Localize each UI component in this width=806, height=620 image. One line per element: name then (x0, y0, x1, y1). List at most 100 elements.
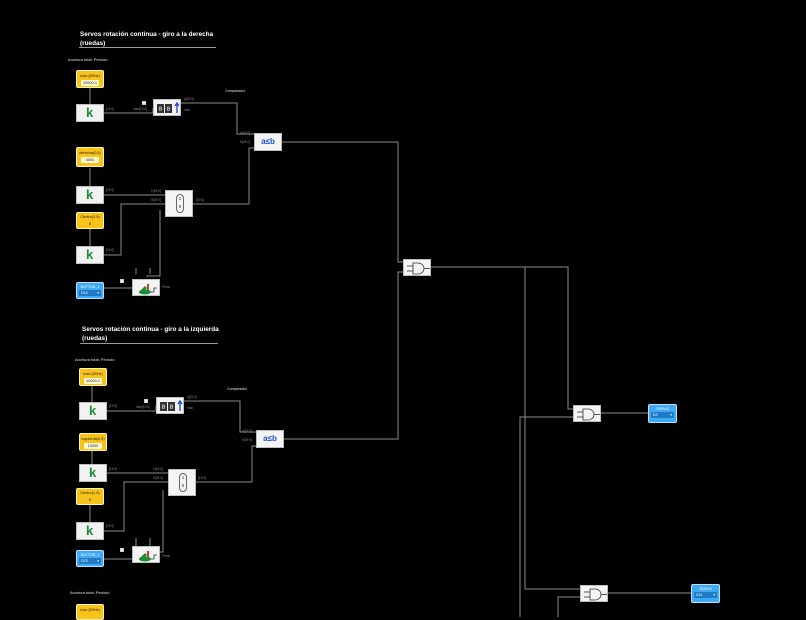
wire-label: Press (162, 554, 171, 558)
k-constant-icon: k (86, 105, 94, 120)
counter-icon: 0 0 (160, 399, 183, 411)
section1-centro-constant[interactable]: Centro(1.5) 8 (76, 212, 104, 229)
section1-anchura: Anchura total: Periodo (68, 57, 108, 62)
button2-pin[interactable]: D23▾ (79, 558, 101, 564)
section2-counter-input-port[interactable] (144, 399, 148, 403)
section2-centro-constant[interactable]: Centro(1.5) 8 (76, 488, 104, 505)
section2-counter[interactable]: 0 0 (156, 397, 184, 414)
wire-label: 0[19:0] (151, 198, 161, 202)
derecha-label: derecha(0.5) (79, 151, 101, 155)
centro-value[interactable]: 8 (88, 498, 92, 502)
servo2-label: SERVO (699, 587, 712, 591)
counter-icon: 0 0 (157, 101, 180, 113)
centro-label: Centro(1.5) (80, 491, 100, 495)
section1-counter[interactable]: 0 0 (153, 99, 181, 116)
chevron-down-icon: ▾ (713, 593, 715, 597)
wire-label: max (187, 406, 194, 410)
section1-comparator[interactable]: a≤b (254, 133, 282, 151)
section2-k-block-3[interactable]: k (76, 522, 104, 540)
section2-button-block[interactable] (132, 546, 160, 563)
max-label: max (50Hz) (80, 608, 100, 612)
chevron-down-icon: ▾ (97, 559, 99, 563)
section1-title-line2: (ruedas) (80, 39, 106, 47)
servo1-label: SERVO (656, 407, 669, 411)
button1-pin[interactable]: D14 ▾ (79, 290, 101, 296)
section1-derecha-constant[interactable]: derecha(0.5) 4000 (76, 147, 104, 167)
section2-button-input[interactable]: BUTTON_2 D23▾ (76, 550, 104, 567)
and-gate-icon (584, 588, 607, 601)
and-gate-icon (407, 262, 430, 275)
k-constant-icon: k (86, 187, 94, 202)
button1-label: BUTTON_1 (80, 285, 100, 289)
svg-text:0: 0 (159, 106, 163, 113)
svg-text:0: 0 (170, 404, 174, 411)
wire-label: q[19:0] (184, 97, 194, 101)
section1-k-block-2[interactable]: k (76, 186, 104, 204)
servo1-pin[interactable]: D3▾ (651, 412, 674, 418)
comparator-icon: a≤b (263, 434, 277, 443)
wire-label: b[19:0] (240, 140, 250, 144)
wire-label: [19:0] (196, 198, 204, 202)
section1-max-constant[interactable]: max (50Hz) 10000-1 (76, 70, 104, 88)
section2-k-block-1[interactable]: k (79, 402, 107, 420)
servo2-pin[interactable]: D11 ▾ (694, 592, 717, 598)
chevron-down-icon: ▾ (97, 291, 99, 295)
centro-label: Centro(1.5) (80, 215, 100, 219)
svg-text:0: 0 (167, 106, 171, 113)
and-gate-2[interactable] (580, 585, 608, 602)
section1-button-input[interactable]: BUTTON_1 D14 ▾ (76, 282, 104, 299)
section2-button-port[interactable] (120, 548, 124, 552)
section3-max-constant[interactable]: max (50Hz) (76, 604, 104, 620)
k-constant-icon: k (89, 465, 97, 480)
button2-label: BUTTON_2 (80, 553, 100, 557)
section2-k-block-2[interactable]: k (79, 464, 107, 482)
wire-label: [19:0] (109, 467, 117, 471)
and-gate-1[interactable] (573, 405, 601, 422)
derecha-value[interactable]: 4000 (81, 157, 99, 163)
button-icon (139, 284, 157, 295)
max-label: max (50Hz) (83, 372, 103, 376)
wire-label: [19:0] (106, 188, 114, 192)
button-icon (139, 551, 157, 562)
wire-label: [19:0] (109, 404, 117, 408)
wire-label: 0[19:0] (153, 476, 163, 480)
izquierda-value[interactable]: 10000 (84, 443, 102, 449)
chevron-down-icon: ▾ (670, 413, 672, 417)
servo2-pin-value: D11 (696, 593, 703, 597)
section2-comparator[interactable]: a≤b (256, 430, 284, 448)
section1-counter-input-port[interactable] (142, 101, 146, 105)
max-value[interactable]: 10000-1 (81, 80, 99, 86)
wire-label: a[19:0] (242, 429, 252, 433)
izquierda-label: izquierda(0.5) (81, 437, 105, 441)
section2-title-line1: Servos rotación continua - giro a la izq… (82, 326, 219, 333)
centro-value[interactable]: 8 (88, 222, 92, 226)
section1-title: Servos rotación continua - giro a la der… (80, 31, 213, 48)
or-gate[interactable] (403, 259, 431, 276)
section1-button-port[interactable] (120, 279, 124, 283)
max-value[interactable]: 10000-1 (84, 378, 102, 384)
servo-output-1[interactable]: SERVO D3▾ (648, 404, 677, 423)
section1-k-block-3[interactable]: k (76, 246, 104, 264)
servo-output-2[interactable]: SERVO D11 ▾ (691, 584, 720, 603)
wire-label: [19:0] (198, 476, 206, 480)
button1-pin-value: D14 (81, 291, 88, 295)
wire-label: max[19:0] (133, 107, 147, 111)
section1-k-block-1[interactable]: k (76, 104, 104, 122)
wire-label: max (184, 108, 191, 112)
section2-izquierda-constant[interactable]: izquierda(0.5) 10000 (79, 433, 107, 451)
wire-label: 1[19:0] (153, 467, 163, 471)
comparator-icon: a≤b (261, 137, 275, 146)
section1-button-block[interactable] (132, 279, 160, 296)
section2-anchura: Anchura total: Periodo (75, 357, 115, 362)
wire-label: a[19:0] (240, 131, 250, 135)
section1-title-line1: Servos rotación continua - giro a la der… (80, 31, 214, 38)
wire-label: [19:0] (106, 524, 114, 528)
section2-max-constant[interactable]: max (50Hz) 10000-1 (79, 368, 107, 386)
section1-comparador-label: Comparador (225, 89, 245, 93)
max-label: max (50Hz) (80, 74, 100, 78)
